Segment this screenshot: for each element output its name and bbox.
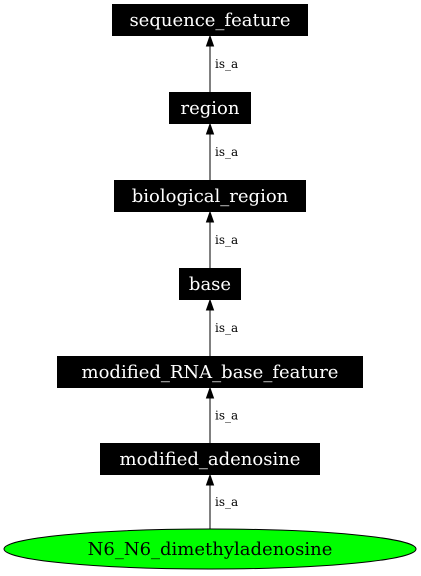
edge-label: is_a	[215, 233, 238, 247]
node-region: region	[169, 92, 251, 124]
node-label: modified_RNA_base_feature	[82, 362, 339, 383]
edge-label: is_a	[215, 145, 238, 159]
node-label: modified_adenosine	[120, 449, 301, 470]
edge-is-a: is_a	[205, 473, 238, 529]
node-label: N6_N6_dimethyladenosine	[88, 539, 333, 560]
node-shape	[169, 92, 251, 124]
node-n6-n6-dimethyladenosine: N6_N6_dimethyladenosine	[3, 528, 417, 570]
node-shape	[100, 443, 320, 475]
edge-label: is_a	[215, 495, 238, 509]
edge-is-a: is_a	[205, 122, 238, 180]
node-biological-region: biological_region	[114, 180, 306, 212]
node-label: sequence_feature	[129, 10, 290, 31]
node-label: base	[189, 274, 231, 295]
edge-label: is_a	[215, 57, 238, 71]
node-shape	[112, 4, 308, 36]
edge-is-a: is_a	[205, 34, 238, 92]
arrowhead-icon	[205, 298, 215, 311]
edge-label: is_a	[215, 409, 238, 423]
arrowhead-icon	[205, 34, 215, 47]
node-shape	[114, 180, 306, 212]
edge-label: is_a	[215, 321, 238, 335]
arrowhead-icon	[205, 122, 215, 135]
node-sequence-feature: sequence_feature	[112, 4, 308, 36]
node-modified-adenosine: modified_adenosine	[100, 443, 320, 475]
node-label: region	[181, 98, 240, 119]
node-label: biological_region	[132, 186, 289, 207]
edges-layer: is_a is_a is_a is_a is_a is_a	[205, 34, 238, 529]
node-base: base	[179, 268, 241, 300]
node-shape	[57, 356, 363, 388]
node-shape	[179, 268, 241, 300]
edge-is-a: is_a	[205, 210, 238, 268]
arrowhead-icon	[205, 210, 215, 223]
arrowhead-icon	[205, 386, 215, 399]
edge-is-a: is_a	[205, 386, 238, 443]
node-shape	[3, 528, 417, 570]
edge-is-a: is_a	[205, 298, 238, 356]
arrowhead-icon	[205, 473, 215, 486]
node-modified-rna-base-feature: modified_RNA_base_feature	[57, 356, 363, 388]
